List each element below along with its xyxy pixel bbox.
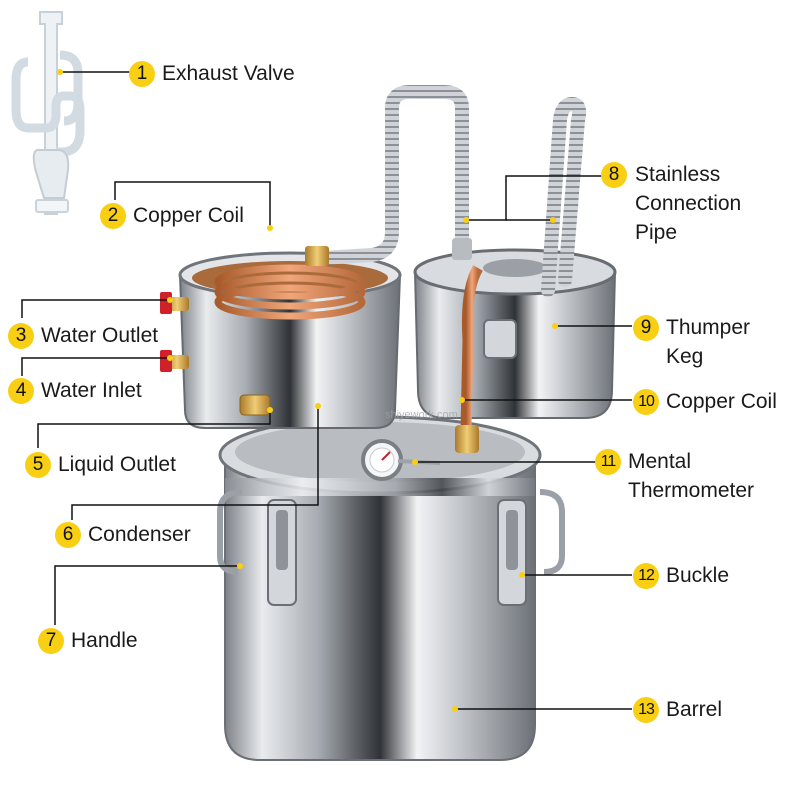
callout-number: 5 [25, 451, 51, 478]
thermometer [361, 439, 441, 481]
callout-9: 9 Thumper Keg [633, 313, 750, 371]
callout-label: Thumper Keg [666, 316, 751, 368]
callout-label: Liquid Outlet [58, 453, 176, 476]
stainless-connection-pipe [315, 85, 587, 297]
handle [217, 489, 565, 575]
callout-3: 3 Water Outlet [8, 321, 158, 350]
leader-dots [57, 69, 558, 712]
callout-7: 7 Handle [38, 626, 138, 655]
callout-label: Handle [71, 629, 138, 652]
callout-12: 12 Buckle [633, 561, 729, 590]
exhaust-valve [11, 11, 85, 215]
callout-number: 8 [601, 162, 627, 188]
copper-coil-keg [455, 265, 483, 453]
callout-label: Copper Coil [133, 204, 244, 227]
callout-number: 13 [633, 696, 659, 723]
callout-number: 9 [633, 315, 659, 341]
callout-4: 4 Water Inlet [8, 376, 142, 405]
callout-number: 10 [633, 388, 659, 415]
callout-label: Copper Coil [666, 390, 777, 413]
callout-number: 2 [100, 202, 126, 229]
thumper-keg [413, 248, 617, 419]
callout-5: 5 Liquid Outlet [25, 450, 176, 479]
callout-label: Buckle [666, 564, 730, 587]
callout-8: 8 Stainless Connection Pipe [601, 160, 741, 247]
callout-label: Condenser [88, 523, 191, 546]
callout-label: Exhaust Valve [162, 62, 295, 85]
callout-number: 4 [8, 377, 34, 404]
callout-2: 2 Copper Coil [100, 201, 244, 230]
callout-label: Water Inlet [41, 379, 142, 402]
callout-10: 10 Copper Coil [633, 387, 777, 416]
watermark: shiyework.com [385, 409, 458, 421]
callout-number: 7 [38, 627, 64, 654]
callout-number: 1 [129, 60, 155, 87]
leader-lines [21, 71, 632, 710]
callout-6: 6 Condenser [55, 520, 191, 549]
callout-11: 11 Mental Thermometer [595, 447, 754, 505]
callout-13: 13 Barrel [633, 695, 722, 724]
liquid-outlet [239, 394, 271, 416]
callout-number: 11 [595, 449, 621, 475]
callout-label: Barrel [666, 698, 723, 721]
copper-coil-condenser [214, 247, 366, 320]
buckle [267, 499, 527, 606]
callout-1: 1 Exhaust Valve [129, 59, 295, 88]
callout-number: 3 [8, 322, 34, 349]
callout-number: 12 [633, 562, 659, 589]
pipe-nut-right [452, 238, 472, 260]
callout-number: 6 [55, 521, 81, 548]
callout-label: Water Outlet [41, 324, 159, 347]
callout-label: Stainless Connection Pipe [635, 163, 742, 244]
pipe-nut-left [305, 246, 329, 266]
callout-label: Mental Thermometer [628, 450, 755, 502]
